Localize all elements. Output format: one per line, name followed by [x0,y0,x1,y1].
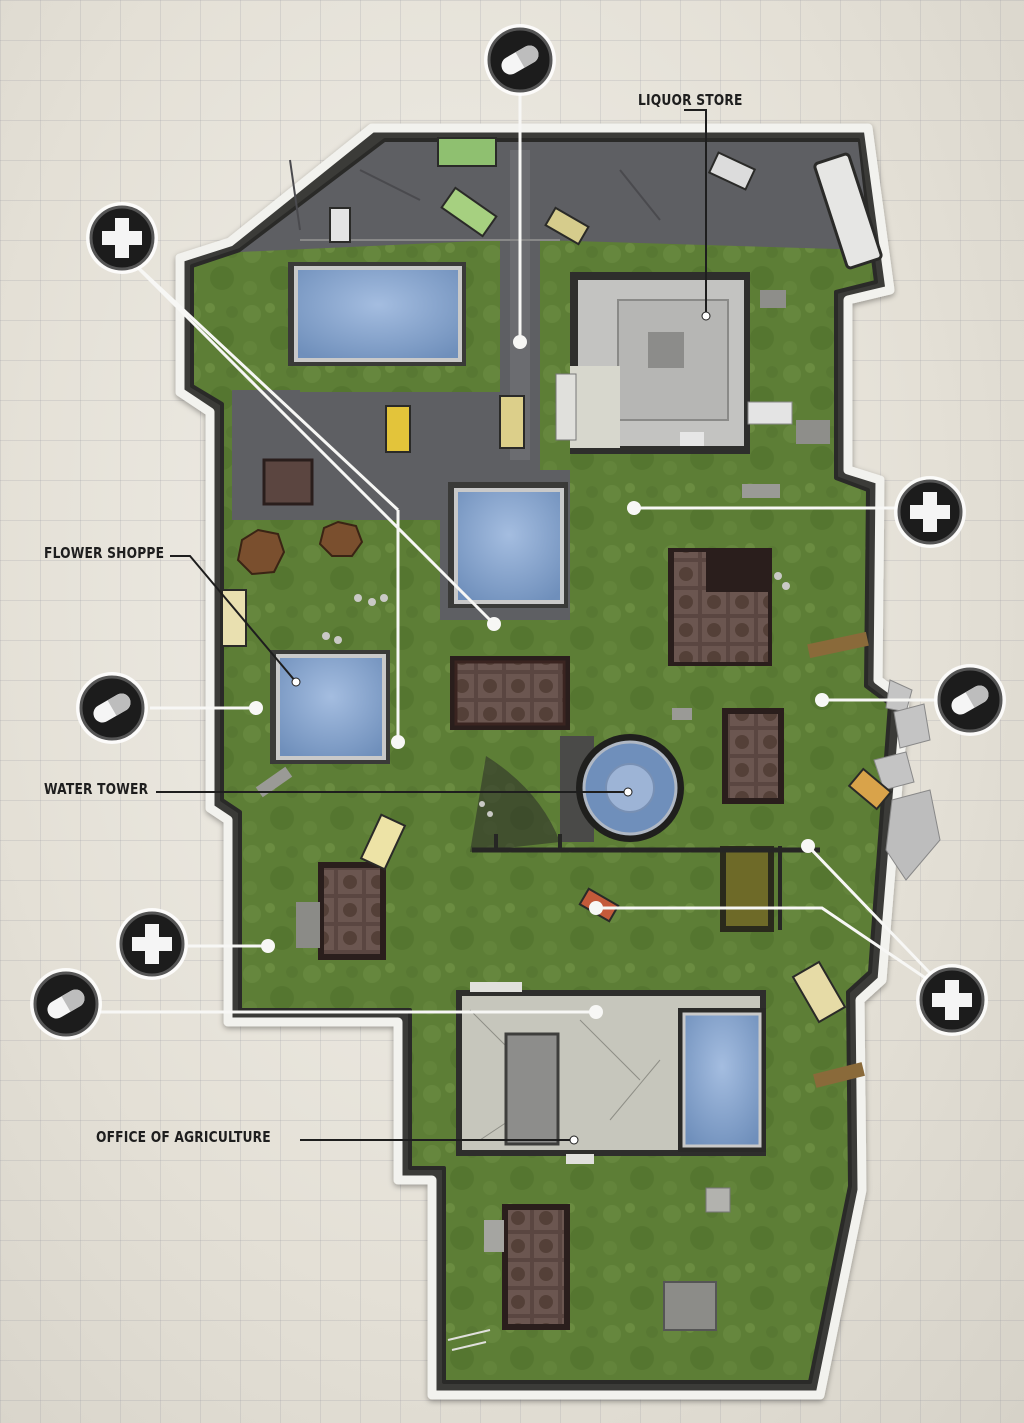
pond-top-left [288,262,466,366]
pond-center [448,482,568,608]
pills-icon[interactable] [28,966,104,1042]
fence-line [472,834,820,930]
pills-icon[interactable] [482,22,558,98]
water-tower-label: WATER TOWER [44,780,149,798]
flower-shoppe-label: FLOWER SHOPPE [44,544,165,562]
pills-icon[interactable] [74,670,150,746]
liquor-store-label: LIQUOR STORE [638,91,743,109]
first-aid-icon[interactable] [914,962,990,1038]
rooftop-center [450,656,570,730]
rooftop-bottom [484,1204,570,1330]
shed-left [262,458,314,506]
pills-icon[interactable] [932,662,1008,738]
first-aid-icon[interactable] [84,200,160,276]
yellow-shelter [720,846,774,932]
leader-lines [100,80,954,1014]
rooftop-center-right [668,548,772,666]
leader-endpoints [249,335,829,1019]
debris [255,290,869,1351]
rock-pile [873,679,941,881]
pond-flower-shoppe [270,650,390,764]
rooftop-left-lower [296,862,386,960]
label-pointer-endpoints [291,311,711,1145]
gazebo-left [236,528,286,576]
gazebo-right [318,520,364,557]
office-of-agriculture-label: OFFICE OF AGRICULTURE [96,1128,271,1146]
office-of-agriculture-building [456,982,766,1164]
rooftop-right-mid [722,708,784,804]
liquor-store-building [555,272,793,454]
first-aid-icon[interactable] [114,906,190,982]
label-pointers [156,109,707,1141]
first-aid-icon[interactable] [892,474,968,550]
